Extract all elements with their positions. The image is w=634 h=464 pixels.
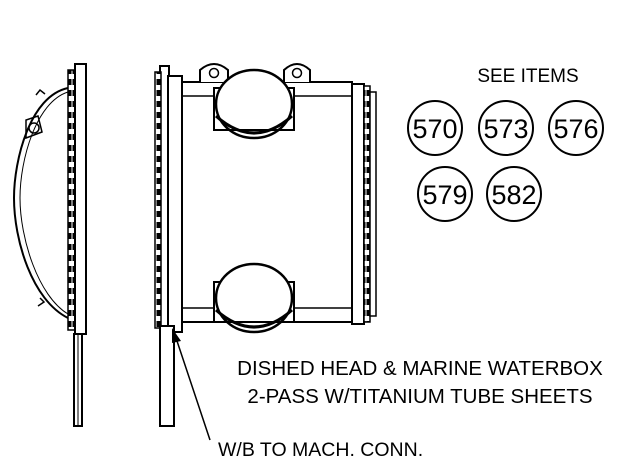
item-callout-573: 573	[478, 100, 534, 156]
waterbox-right-bolts	[363, 85, 371, 323]
lifting-lug-hole	[28, 122, 40, 134]
dished-head-side-view	[12, 63, 87, 427]
flange-plate-left	[167, 75, 183, 333]
item-callout-576: 576	[548, 100, 604, 156]
head-flange-bolts	[67, 69, 76, 331]
item-callout-570: 570	[407, 100, 463, 156]
lifting-lug-right	[283, 63, 311, 82]
item-callout-579: 579	[417, 166, 473, 222]
item-number: 582	[491, 180, 536, 210]
item-number: 579	[422, 180, 467, 210]
waterbox-side-view	[154, 63, 377, 427]
flange-plate-right	[351, 83, 365, 325]
caption-line-1: DISHED HEAD & MARINE WATERBOX	[237, 357, 603, 380]
callout-label: W/B TO MACH. CONN.	[218, 439, 423, 461]
nozzle-upper	[213, 68, 295, 140]
item-number: 570	[412, 114, 457, 144]
callout-leader	[172, 328, 211, 441]
dished-head-dome-inner	[19, 91, 69, 315]
item-number: 573	[483, 114, 528, 144]
see-items-heading: SEE ITEMS	[477, 66, 578, 87]
item-number: 576	[553, 114, 598, 144]
nozzle-lower	[213, 262, 295, 334]
tube-sheet-bolts	[154, 71, 162, 329]
item-callout-582: 582	[486, 166, 542, 222]
lifting-lug-left	[199, 63, 229, 82]
caption-line-2: 2-PASS W/TITANIUM TUBE SHEETS	[247, 385, 592, 408]
head-flange-plate	[74, 63, 87, 335]
dished-head-dome	[12, 87, 69, 319]
